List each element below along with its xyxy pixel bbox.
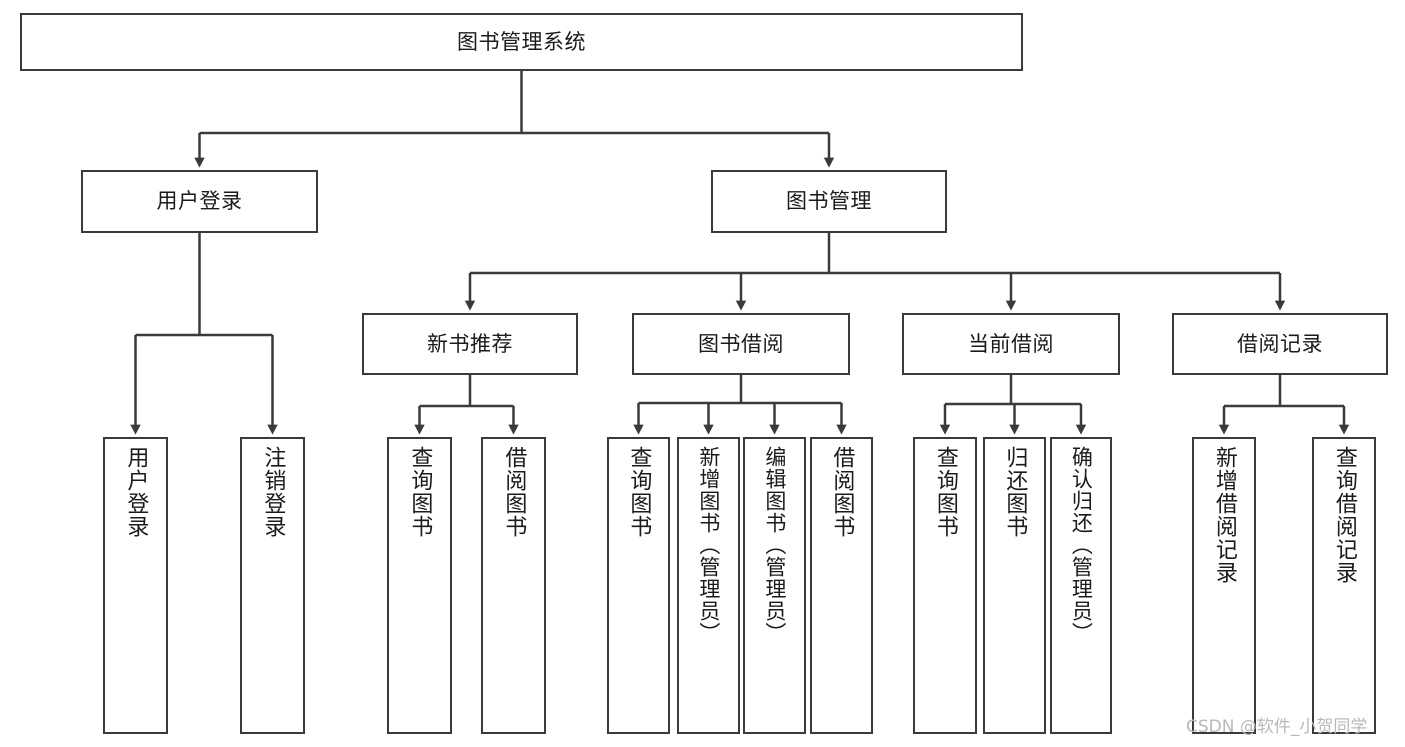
node-leaf-add-record[interactable]: 新增借阅记录: [1192, 437, 1256, 734]
node-label: 查询图书: [407, 446, 433, 538]
node-new-book-rec[interactable]: 新书推荐: [362, 313, 578, 375]
node-label: 当前借阅: [968, 331, 1054, 356]
node-leaf-edit-book[interactable]: 编辑图书（管理员）: [743, 437, 806, 734]
node-leaf-query-book[interactable]: 查询图书: [607, 437, 670, 734]
csdn-watermark: CSDN @软件_小贺同学: [1186, 717, 1368, 737]
node-label: 借阅记录: [1237, 331, 1323, 356]
node-leaf-return-book[interactable]: 归还图书: [983, 437, 1046, 734]
node-label: 借阅图书: [829, 446, 855, 538]
node-label: 查询图书: [626, 446, 652, 538]
node-root[interactable]: 图书管理系统: [20, 13, 1023, 71]
node-leaf-add-book[interactable]: 新增图书（管理员）: [677, 437, 740, 734]
node-label: 用户登录: [156, 189, 243, 214]
node-label: 注销登录: [260, 446, 286, 538]
node-leaf-query-book-cur[interactable]: 查询图书: [913, 437, 977, 734]
node-leaf-query-book-rec[interactable]: 查询图书: [387, 437, 452, 734]
node-label: 图书管理: [786, 189, 872, 214]
node-book-manage[interactable]: 图书管理: [711, 170, 947, 233]
node-label: 编辑图书（管理员）: [762, 446, 787, 644]
node-label: 用户登录: [123, 446, 149, 538]
node-leaf-logout[interactable]: 注销登录: [240, 437, 305, 734]
node-leaf-borrow-book[interactable]: 借阅图书: [810, 437, 873, 734]
node-label: 查询借阅记录: [1331, 446, 1357, 584]
node-user-login[interactable]: 用户登录: [81, 170, 318, 233]
node-label: 新增图书（管理员）: [696, 446, 721, 644]
node-book-borrow[interactable]: 图书借阅: [632, 313, 850, 375]
node-label: 查询图书: [932, 446, 958, 538]
node-leaf-query-record[interactable]: 查询借阅记录: [1312, 437, 1376, 734]
node-label: 借阅图书: [501, 446, 527, 538]
node-label: 归还图书: [1002, 446, 1028, 538]
node-current-borrow[interactable]: 当前借阅: [902, 313, 1120, 375]
node-leaf-borrow-book-rec[interactable]: 借阅图书: [481, 437, 546, 734]
node-label: 新书推荐: [427, 331, 513, 356]
node-label: 图书借阅: [698, 331, 784, 356]
node-leaf-confirm-return[interactable]: 确认归还（管理员）: [1050, 437, 1112, 734]
node-label: 确认归还（管理员）: [1069, 446, 1094, 644]
node-label: 新增借阅记录: [1211, 446, 1237, 584]
node-borrow-record[interactable]: 借阅记录: [1172, 313, 1388, 375]
node-label: 图书管理系统: [457, 29, 586, 54]
node-leaf-user-login[interactable]: 用户登录: [103, 437, 168, 734]
